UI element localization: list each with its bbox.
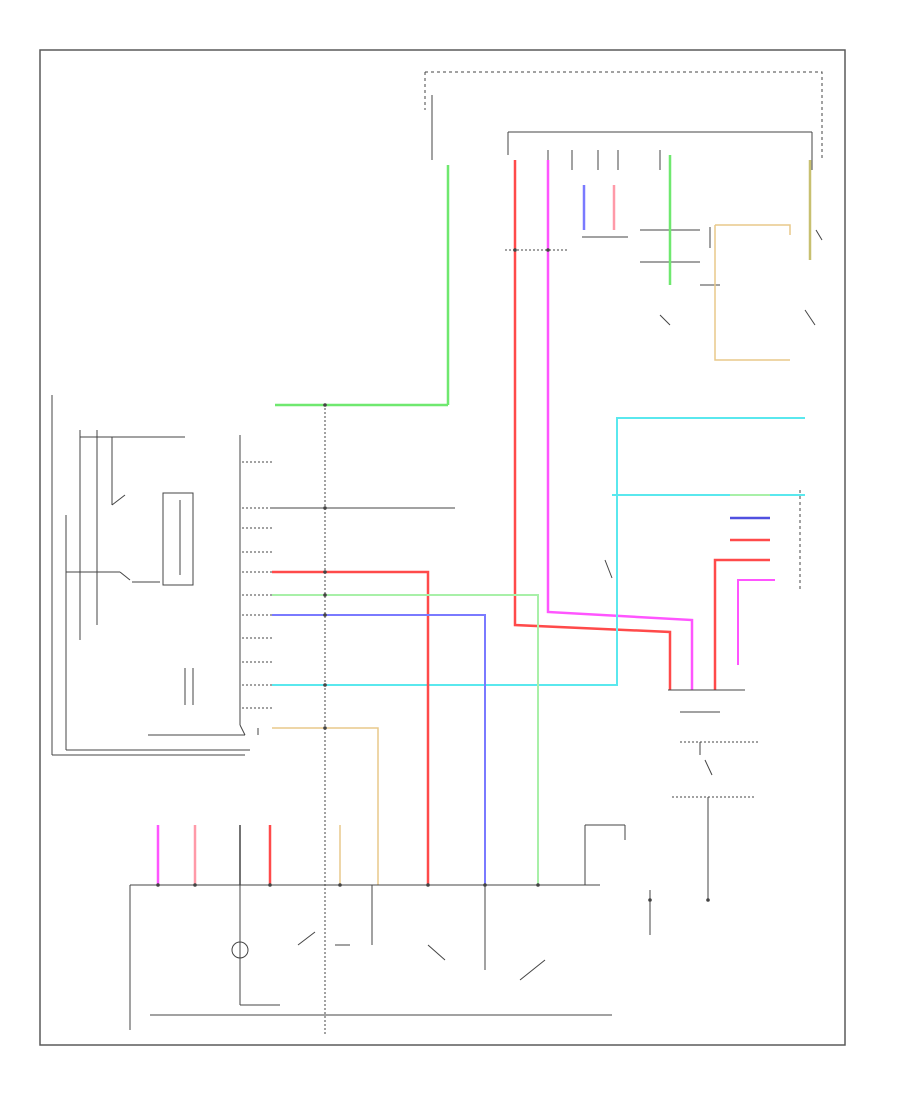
wire-tan-loop (715, 224, 791, 235)
wire-blue-left (272, 614, 486, 885)
wire-red-main (513, 160, 672, 690)
wire-tan-left (272, 727, 379, 885)
wire-red-right-down (713, 558, 770, 690)
left-pins (242, 461, 272, 709)
wire-magenta-right-down (737, 579, 775, 665)
right-block-lines (604, 490, 801, 900)
wire-magenta-main (546, 160, 694, 690)
top-junction-group (424, 71, 823, 326)
left-control-unit (51, 395, 259, 756)
wire-tan-loop-bottom (714, 225, 790, 361)
bottom-switch-unit (129, 824, 651, 1030)
wire-green-left (272, 594, 539, 885)
wire-cyan-upper (272, 417, 805, 686)
junction-dots (156, 248, 710, 902)
diagram-frame (39, 49, 846, 1046)
